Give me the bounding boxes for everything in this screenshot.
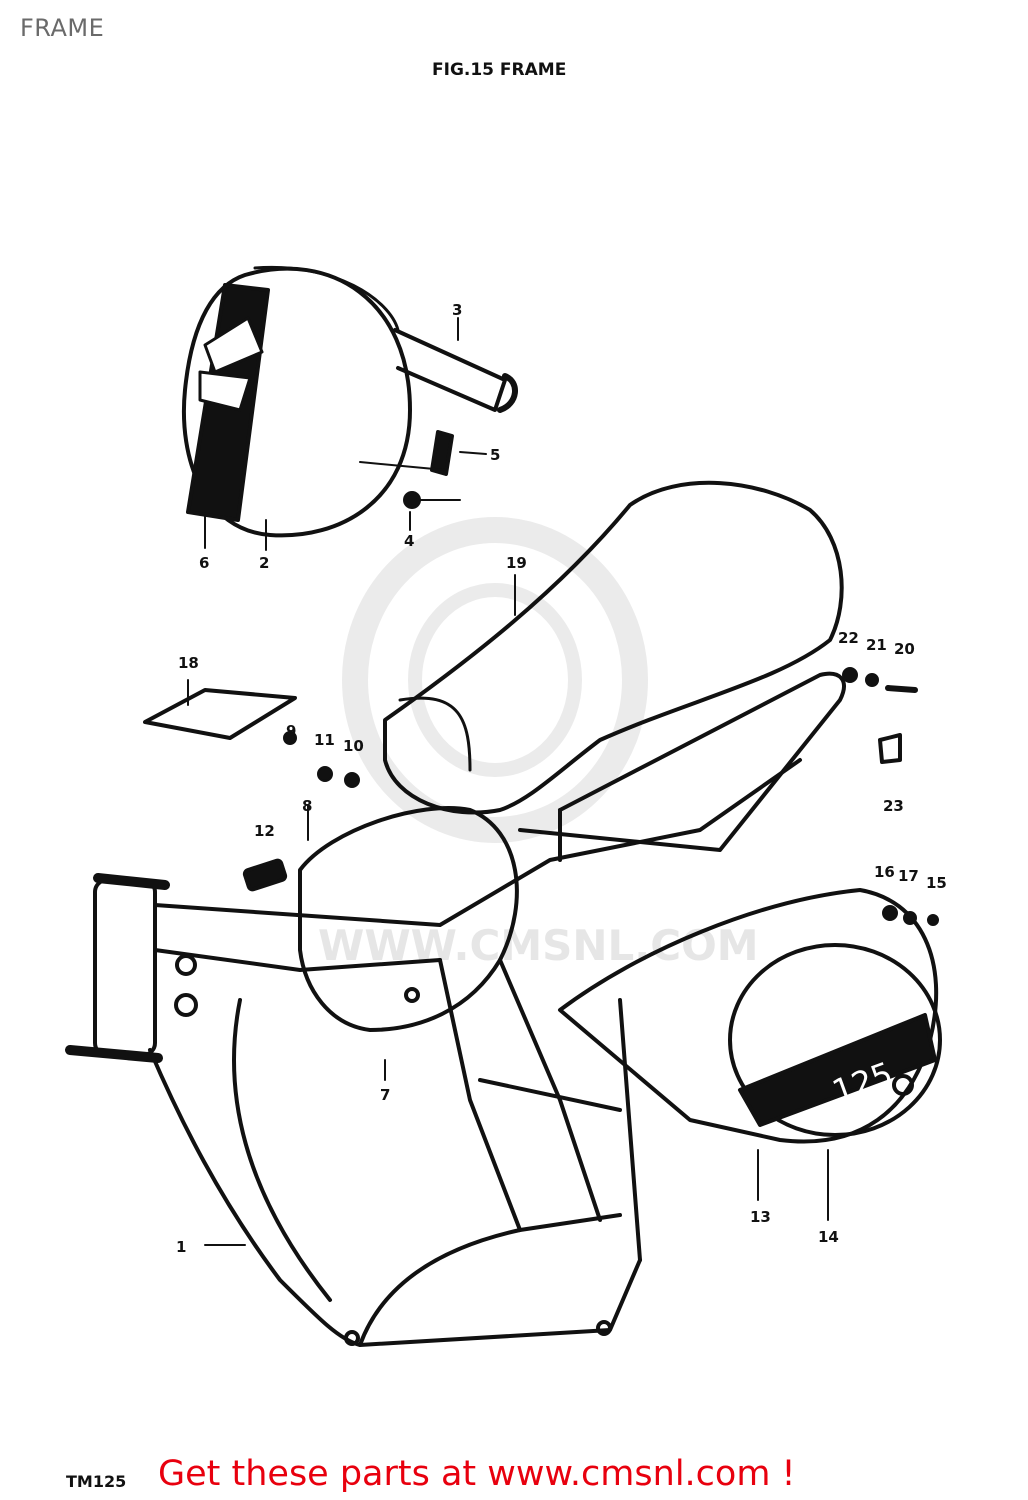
callout-1: 1 bbox=[176, 1238, 186, 1256]
seat bbox=[383, 480, 844, 815]
number-plate bbox=[182, 265, 412, 538]
main-frame bbox=[65, 671, 846, 1347]
callout-11: 11 bbox=[314, 731, 335, 749]
callout-23: 23 bbox=[883, 797, 904, 815]
plate-bracket bbox=[359, 430, 461, 509]
number-plate-18 bbox=[143, 688, 297, 740]
bolt-20 bbox=[885, 685, 918, 693]
callout-4: 4 bbox=[404, 532, 414, 550]
callout-15: 15 bbox=[926, 874, 947, 892]
reflector bbox=[242, 858, 288, 892]
callout-13: 13 bbox=[750, 1208, 771, 1226]
cmsnl-parts-link[interactable]: Get these parts at www.cmsnl.com ! bbox=[158, 1454, 796, 1494]
side-cover bbox=[558, 888, 942, 1144]
callout-7: 7 bbox=[380, 1086, 390, 1104]
callout-22: 22 bbox=[838, 629, 859, 647]
model-code: TM125 bbox=[66, 1472, 127, 1491]
callout-3: 3 bbox=[452, 301, 462, 319]
leader-lines bbox=[187, 317, 829, 1246]
callout-8: 8 bbox=[302, 797, 312, 815]
figure-title: FIG.15 FRAME bbox=[432, 60, 567, 80]
grommet-23 bbox=[878, 733, 902, 764]
callout-2: 2 bbox=[259, 554, 269, 572]
callout-19: 19 bbox=[506, 554, 527, 572]
callout-numbers: 1 2 3 4 5 6 7 8 9 10 11 12 13 14 15 16 1… bbox=[176, 301, 947, 1256]
callout-5: 5 bbox=[490, 446, 500, 464]
callout-6: 6 bbox=[199, 554, 209, 572]
callout-16: 16 bbox=[874, 863, 895, 881]
callout-9: 9 bbox=[286, 722, 296, 740]
callout-14: 14 bbox=[818, 1228, 839, 1246]
callout-12: 12 bbox=[254, 822, 275, 840]
callout-17: 17 bbox=[898, 867, 919, 885]
plate-strap bbox=[393, 328, 518, 413]
callout-18: 18 bbox=[178, 654, 199, 672]
callout-10: 10 bbox=[343, 737, 364, 755]
page-label: FRAME bbox=[20, 14, 105, 42]
callout-20: 20 bbox=[894, 640, 915, 658]
fasteners bbox=[283, 667, 939, 926]
callout-21: 21 bbox=[866, 636, 887, 654]
